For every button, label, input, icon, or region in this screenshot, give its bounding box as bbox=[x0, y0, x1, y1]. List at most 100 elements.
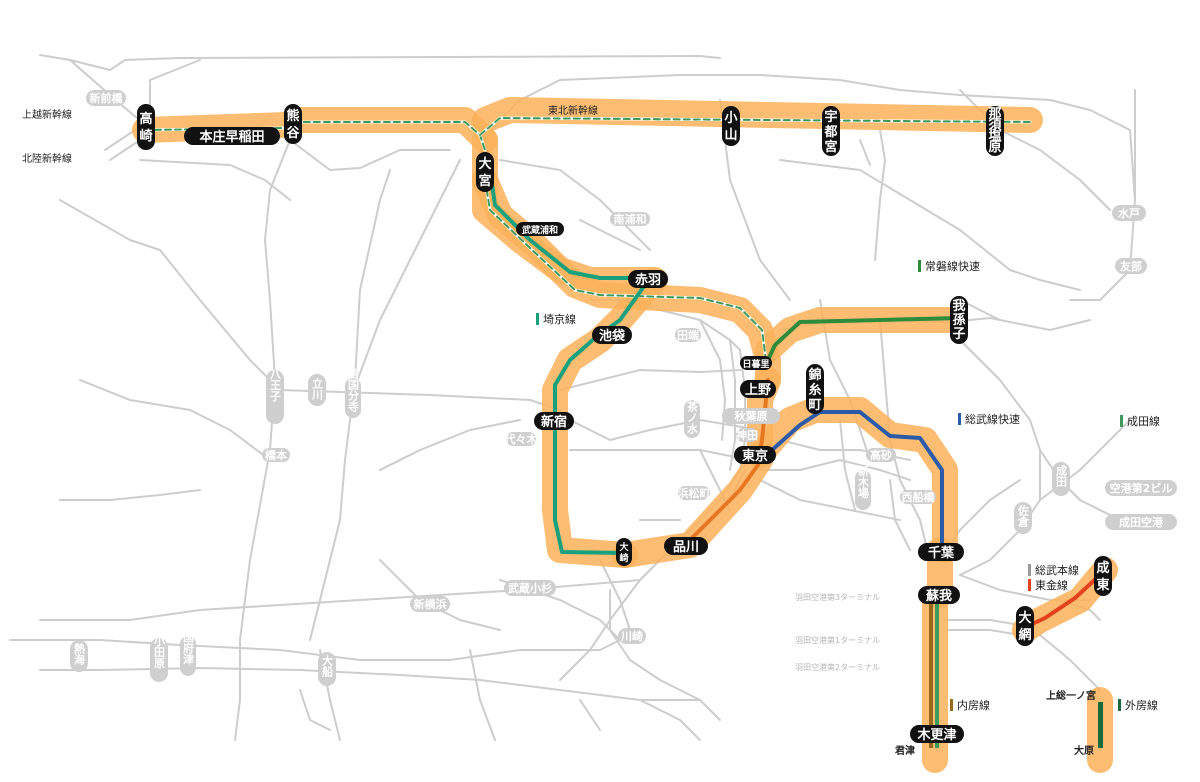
svg-text:神田: 神田 bbox=[736, 428, 758, 442]
gray-station-tabata[interactable]: 田端 bbox=[675, 328, 701, 342]
station-osaki[interactable]: 大 崎 bbox=[616, 538, 632, 566]
station-utsunomiya[interactable]: 宇 都 宮 bbox=[822, 106, 840, 156]
station-musashi-urawa[interactable]: 武蔵浦和 bbox=[516, 222, 564, 236]
gray-station-kawasaki[interactable]: 川崎 bbox=[618, 628, 646, 644]
legend: 常磐線快速 埼京線 総武線快速 成田線 総武本線 東金線 内房線 外房線 bbox=[536, 259, 1160, 712]
gray-station-sakura[interactable]: 佐倉 bbox=[1014, 502, 1032, 534]
svg-text:大: 大 bbox=[1018, 610, 1031, 626]
svg-text:空港第2ビル: 空港第2ビル bbox=[1110, 481, 1173, 495]
station-takasaki[interactable]: 高 崎 高崎 bbox=[137, 104, 155, 150]
station-nippori[interactable]: 日暮里 bbox=[740, 356, 772, 370]
svg-text:山: 山 bbox=[724, 127, 737, 143]
gray-station-hashimoto[interactable]: 橋本 bbox=[262, 448, 290, 462]
svg-text:成田空港: 成田空港 bbox=[1119, 515, 1164, 529]
svg-text:孫: 孫 bbox=[952, 312, 965, 328]
gray-station-akihabara[interactable]: 秋葉原 bbox=[722, 408, 780, 424]
gray-station-musashi-kosugi[interactable]: 武蔵小杉 bbox=[504, 580, 556, 596]
gray-station-shin-maebashi[interactable]: 新前橋 bbox=[86, 90, 126, 106]
svg-text:熊: 熊 bbox=[286, 108, 299, 124]
svg-text:新横浜: 新横浜 bbox=[414, 597, 447, 611]
station-nasushiobara[interactable]: 那 須 塩 原 bbox=[986, 106, 1004, 156]
gray-station-shin-kiba[interactable]: 新木場 bbox=[855, 464, 871, 510]
gray-station-ochanomizu[interactable]: 御茶ノ水 bbox=[684, 389, 700, 438]
station-soga[interactable]: 蘇我 bbox=[918, 586, 960, 604]
svg-text:崎: 崎 bbox=[619, 552, 628, 564]
svg-text:友部: 友部 bbox=[1120, 259, 1142, 273]
station-naruto[interactable]: 成 東 bbox=[1094, 556, 1112, 596]
gray-station-mito[interactable]: 水戸 bbox=[1112, 205, 1146, 221]
station-abiko[interactable]: 我 孫 子 bbox=[950, 296, 968, 344]
svg-text:水戸: 水戸 bbox=[1118, 206, 1140, 220]
legend-togane: 東金線 bbox=[1035, 578, 1068, 592]
svg-text:川崎: 川崎 bbox=[620, 629, 643, 643]
station-tokyo[interactable]: 東京 bbox=[734, 446, 776, 464]
svg-text:佐倉: 佐倉 bbox=[1017, 504, 1031, 528]
legend-sobu-main: 総武本線 bbox=[1035, 563, 1079, 577]
station-kisarazu[interactable]: 木更津 bbox=[910, 725, 964, 743]
gray-station-hachioji[interactable]: 八王子 bbox=[266, 368, 284, 424]
svg-text:新前橋: 新前橋 bbox=[90, 91, 124, 105]
svg-text:八王子: 八王子 bbox=[269, 368, 283, 402]
gray-station-kozu[interactable]: 国府津 bbox=[180, 631, 196, 676]
gray-station-nishi-kokubunji[interactable]: 西国分寺 bbox=[345, 368, 361, 418]
svg-text:小: 小 bbox=[724, 111, 737, 126]
tohoku-shinkansen-label: 東北新幹線 bbox=[548, 104, 598, 117]
svg-text:谷: 谷 bbox=[286, 125, 300, 141]
svg-text:小田原: 小田原 bbox=[153, 634, 167, 669]
joetsu-shinkansen-label: 上越新幹線 bbox=[22, 108, 72, 121]
gray-station-narita[interactable]: 成田 bbox=[1052, 462, 1070, 496]
station-shinagawa[interactable]: 品川 bbox=[664, 537, 708, 555]
svg-text:代々木: 代々木 bbox=[504, 432, 539, 446]
svg-text:南浦和: 南浦和 bbox=[614, 212, 647, 226]
station-shinjuku[interactable]: 新宿 bbox=[534, 412, 574, 430]
gray-station-odawara[interactable]: 小田原 bbox=[150, 634, 168, 682]
svg-text:糸: 糸 bbox=[808, 382, 821, 398]
legend-sotobo: 外房線 bbox=[1125, 698, 1158, 712]
legend-saikyo: 埼京線 bbox=[543, 312, 576, 326]
gray-station-narita-kuko[interactable]: 成田空港 bbox=[1105, 514, 1177, 530]
gray-station-nishi-funabashi[interactable]: 西船橋 bbox=[900, 490, 936, 504]
svg-text:武蔵小杉: 武蔵小杉 bbox=[508, 581, 552, 595]
station-honjo-waseda[interactable]: 本庄早稲田 bbox=[184, 127, 280, 145]
gray-station-yoyogi[interactable]: 代々木 bbox=[504, 432, 539, 446]
station-kumagaya[interactable]: 熊 谷 bbox=[284, 104, 302, 144]
highlight-halo bbox=[132, 97, 1118, 773]
svg-text:木更津: 木更津 bbox=[916, 727, 956, 743]
station-ohara-label[interactable]: 大原 bbox=[1074, 744, 1094, 757]
legend-uchibo: 内房線 bbox=[957, 698, 990, 712]
gray-station-atami[interactable]: 熱海 bbox=[70, 640, 88, 672]
gray-station-takasago[interactable]: 高砂 bbox=[866, 448, 896, 462]
station-ueno[interactable]: 上野 bbox=[740, 380, 776, 398]
haneda-terminal1-label: 羽田空港第1ターミナル bbox=[795, 635, 880, 645]
gray-station-kanda[interactable]: 神田 bbox=[736, 428, 758, 442]
station-oyama[interactable]: 小 山 bbox=[722, 106, 740, 146]
svg-text:赤羽: 赤羽 bbox=[635, 272, 661, 288]
sotobo-line bbox=[1098, 702, 1103, 748]
station-kimitsu-label[interactable]: 君津 bbox=[895, 744, 915, 757]
svg-text:都: 都 bbox=[823, 124, 837, 140]
gray-station-tomobe[interactable]: 友部 bbox=[1115, 258, 1147, 274]
station-chiba[interactable]: 千葉 bbox=[918, 543, 964, 561]
station-ikebukuro[interactable]: 池袋 bbox=[592, 326, 632, 344]
gray-station-shin-yokohama[interactable]: 新横浜 bbox=[410, 596, 450, 612]
gray-station-tachikawa[interactable]: 立川 bbox=[308, 374, 326, 406]
svg-text:高砂: 高砂 bbox=[870, 448, 892, 462]
gray-station-minami-urawa[interactable]: 南浦和 bbox=[610, 212, 650, 226]
station-oami[interactable]: 大 網 bbox=[1016, 606, 1034, 646]
svg-text:西国分寺: 西国分寺 bbox=[347, 368, 360, 413]
gray-station-ofuna[interactable]: 大船 bbox=[318, 652, 336, 686]
gray-station-kuko-dai2[interactable]: 空港第2ビル bbox=[1105, 480, 1177, 496]
station-kazusa-ichinomiya-label[interactable]: 上総一ノ宮 bbox=[1046, 689, 1096, 702]
svg-text:塩: 塩 bbox=[988, 128, 1001, 144]
station-kinshicho[interactable]: 錦 糸 町 bbox=[806, 364, 824, 414]
svg-text:立川: 立川 bbox=[311, 377, 325, 400]
svg-text:宮: 宮 bbox=[824, 139, 837, 155]
svg-text:我: 我 bbox=[952, 298, 965, 314]
station-akabane[interactable]: 赤羽 bbox=[628, 270, 668, 288]
svg-text:崎: 崎 bbox=[139, 128, 152, 144]
uchibo-line bbox=[929, 598, 939, 748]
station-omiya[interactable]: 大 宮 bbox=[476, 152, 494, 192]
svg-text:原: 原 bbox=[988, 140, 1001, 155]
gray-station-hamamatsucho[interactable]: 浜松町 bbox=[678, 486, 711, 500]
